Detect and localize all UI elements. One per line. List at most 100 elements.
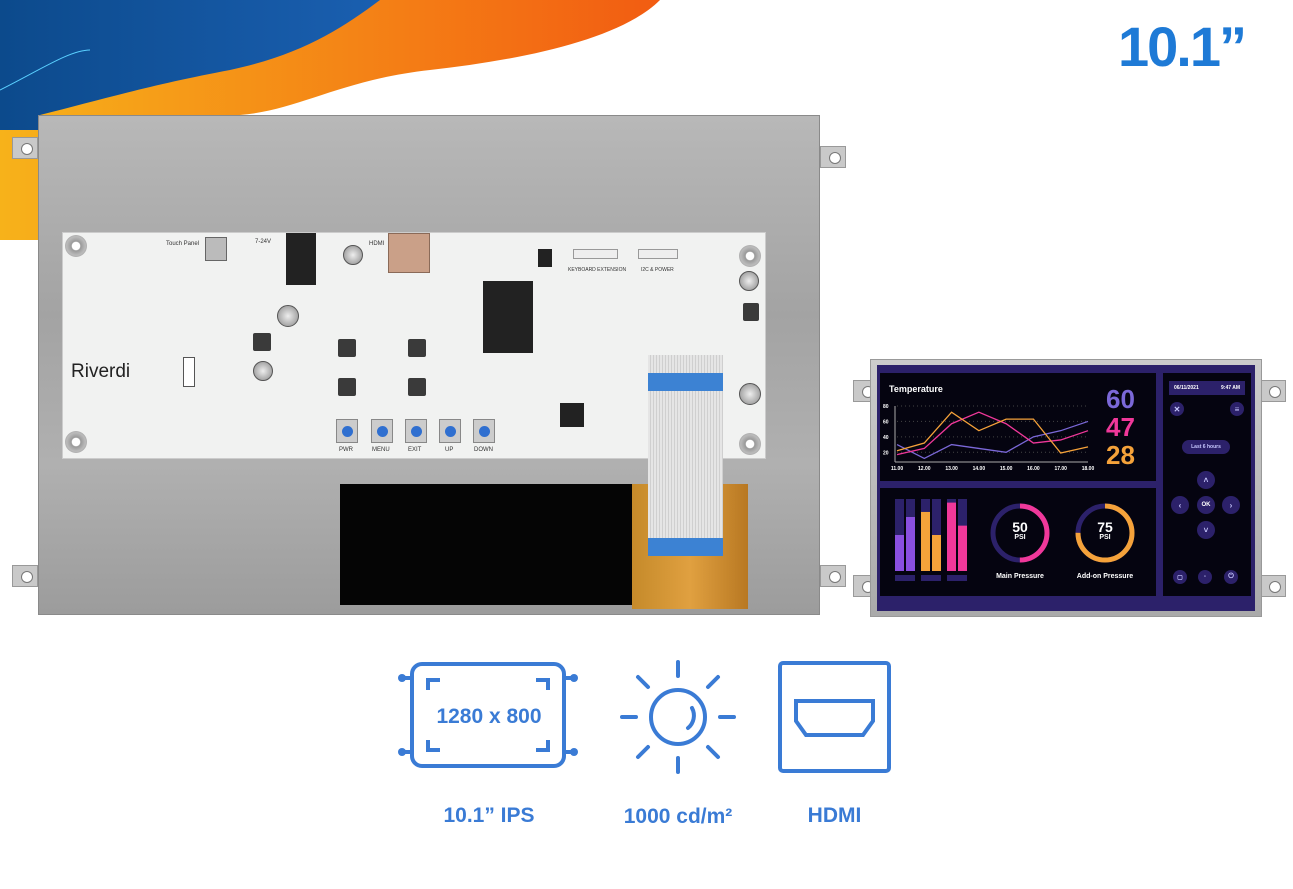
readout-orange: 28 — [1106, 440, 1135, 470]
mounting-tab — [1260, 575, 1286, 597]
inductor — [408, 339, 426, 357]
power-connector[interactable] — [638, 249, 678, 259]
voltage-label: 7-24V — [255, 239, 272, 245]
x-tick-label: 12.00 — [918, 466, 931, 472]
gauge-unit: PSI — [1099, 534, 1111, 541]
mount-hole — [739, 433, 761, 455]
mount-hole — [65, 431, 87, 453]
pwr-button[interactable] — [336, 419, 358, 443]
mounting-tab — [820, 146, 846, 168]
chart-title: Temperature — [889, 384, 943, 394]
gauge-unit: PSI — [1014, 534, 1026, 541]
resolution-icon — [398, 662, 578, 768]
x-tick-label: 11.00 — [891, 466, 903, 472]
brightness-label: 1000 cd/m² — [623, 805, 733, 828]
power-icon[interactable]: ⏻ — [1224, 570, 1238, 584]
mount-hole — [739, 245, 761, 267]
cable-stiffener — [648, 538, 723, 556]
dc-jack[interactable] — [286, 233, 316, 285]
series-line-pink — [896, 411, 1089, 456]
ic — [538, 249, 552, 267]
bar-fill — [921, 511, 930, 571]
series-line-purple — [896, 420, 1089, 460]
gauge-value: 50 — [1012, 519, 1028, 535]
dip-switch[interactable] — [560, 403, 584, 427]
usb-c-port[interactable] — [205, 237, 227, 261]
up-label: UP — [445, 447, 454, 453]
ok-button[interactable]: OK — [1197, 496, 1215, 514]
lock-icon[interactable]: ▢ — [1173, 570, 1187, 584]
bar-fill — [958, 525, 967, 571]
capacitor — [739, 271, 759, 291]
inductor — [743, 303, 759, 321]
inductor — [338, 339, 356, 357]
main-pressure-value: 50 PSI — [988, 520, 1052, 542]
main-pressure-gauge — [990, 503, 1050, 563]
cable-stiffener — [648, 373, 723, 391]
capacitor — [739, 383, 761, 405]
temperature-panel — [880, 373, 1156, 481]
chevron-right-icon[interactable]: › — [1222, 496, 1240, 514]
chevron-left-icon[interactable]: ‹ — [1171, 496, 1189, 514]
inductor — [253, 333, 271, 351]
readout-pink: 47 — [1106, 412, 1135, 442]
down-label: DOWN — [474, 447, 493, 453]
keyboard-connector[interactable] — [573, 249, 618, 259]
gauge-value: 75 — [1097, 519, 1113, 535]
date-time-bar: 06/11/2021 9:47 AM — [1169, 381, 1245, 395]
menu-label: MENU — [372, 447, 390, 453]
menu-button[interactable] — [371, 419, 393, 443]
x-tick-label: 15.00 — [1000, 466, 1013, 472]
touch-panel-label: Touch Panel — [166, 241, 200, 247]
addon-pressure-label: Add-on Pressure — [1076, 573, 1134, 580]
ribbon-cable — [648, 355, 723, 556]
hdmi-label: HDMI — [369, 241, 385, 247]
bar-label-chip — [895, 575, 915, 581]
down-button[interactable] — [473, 419, 495, 443]
bar-label-chip — [921, 575, 941, 581]
level-bars — [895, 499, 967, 581]
i2c-power-label: I2C & POWER — [641, 267, 674, 273]
close-icon[interactable]: ✕ — [1170, 402, 1184, 416]
up-button[interactable] — [439, 419, 461, 443]
last-6-hours-button[interactable]: Last 6 hours — [1182, 440, 1230, 454]
gauge-arc — [1075, 503, 1135, 563]
device-icon[interactable]: ▫ — [1198, 570, 1212, 584]
bar-fill — [932, 535, 941, 571]
y-tick-label: 80 — [883, 404, 889, 410]
bar-label-chip — [947, 575, 967, 581]
chevron-up-icon[interactable]: ˄ — [1197, 471, 1215, 489]
date: 06/11/2021 — [1174, 385, 1199, 391]
readouts: 60 47 28 — [1106, 385, 1135, 469]
chevron-down-icon[interactable]: ˅ — [1197, 521, 1215, 539]
time: 9:47 AM — [1221, 385, 1240, 391]
exit-button[interactable] — [405, 419, 427, 443]
gauge-arc — [990, 503, 1050, 563]
x-tick-label: 14.00 — [973, 466, 986, 472]
capacitor — [277, 305, 299, 327]
y-tick-label: 40 — [883, 435, 889, 441]
x-tick-label: 17.00 — [1054, 466, 1067, 472]
resolution-text: 1280 x 800 — [436, 705, 542, 728]
bar-fill — [906, 517, 915, 571]
mounting-tab — [820, 565, 846, 587]
main-chip — [483, 281, 533, 353]
bar-fill — [895, 535, 904, 571]
bar-fill — [947, 502, 956, 571]
mounting-tab — [1260, 380, 1286, 402]
series-line-orange — [896, 411, 1089, 454]
y-tick-label: 60 — [883, 419, 889, 425]
main-pressure-label: Main Pressure — [996, 573, 1044, 580]
hdmi-label: HDMI — [807, 804, 862, 827]
menu-icon[interactable]: ≡ — [1230, 402, 1244, 416]
x-tick-label: 18.00 — [1082, 466, 1095, 472]
mount-hole — [65, 235, 87, 257]
inductor — [408, 378, 426, 396]
hdmi-port[interactable] — [388, 233, 430, 273]
capacitor — [253, 361, 273, 381]
lcd-panel-back — [340, 484, 633, 605]
connector-header — [183, 357, 195, 387]
sun-icon — [620, 660, 736, 774]
x-tick-label: 13.00 — [945, 466, 958, 472]
